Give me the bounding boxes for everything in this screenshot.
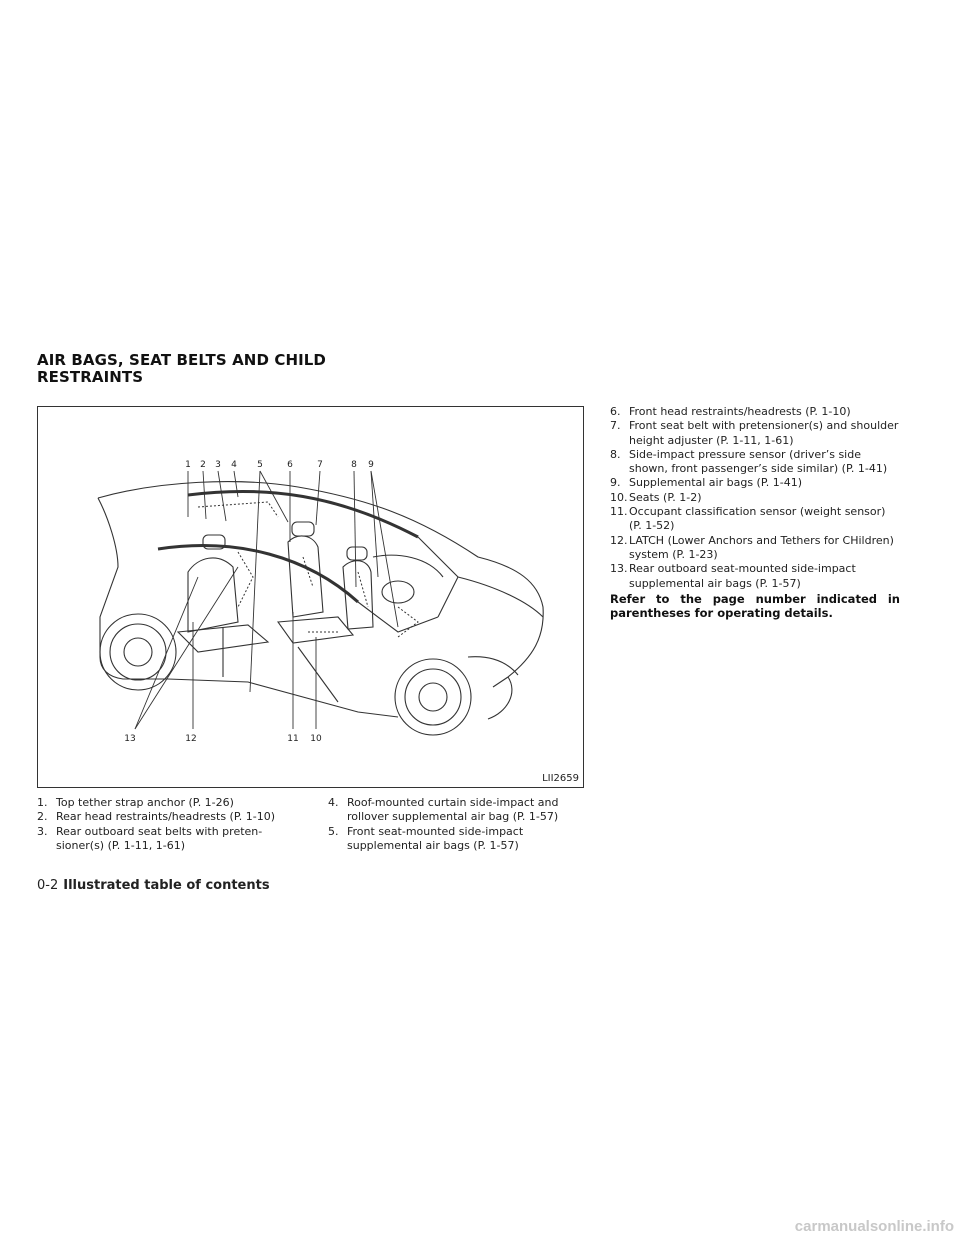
- legend-item: 5. Front seat-mounted side-impact supplem…: [328, 825, 590, 854]
- legend-item: 12.LATCH (Lower Anchors and Tethers for …: [610, 534, 900, 563]
- legend-text: Front seat belt with pretensioner(s) and…: [629, 419, 899, 447]
- legend-item: 7. Front seat belt with pretensioner(s) a…: [610, 419, 900, 448]
- legend-number: 10.: [610, 490, 628, 504]
- legend-text: Seats (P. 1-2): [629, 490, 702, 504]
- legend-item: 11.Occupant classification sensor (weigh…: [610, 505, 900, 534]
- callout-12: 12: [185, 734, 196, 744]
- reference-note: Refer to the page number indicated in pa…: [610, 591, 900, 621]
- legend-number: 12.: [610, 533, 628, 547]
- legend-text: Rear outboard seat belts with preten-sio…: [56, 824, 263, 852]
- legend-number: 11.: [610, 505, 628, 519]
- legend-item: 3. Rear outboard seat belts with preten-s…: [37, 825, 305, 854]
- legend-item: 4. Roof-mounted curtain side-impact and r…: [328, 796, 590, 825]
- legend-number: 13.: [610, 562, 628, 576]
- legend-number: 1.: [37, 796, 48, 809]
- legend-text: Roof-mounted curtain side-impact and rol…: [347, 796, 559, 824]
- legend-item: 9. Supplemental air bags (P. 1-41): [610, 476, 900, 490]
- legend-text: Supplemental air bags (P. 1-41): [629, 476, 803, 490]
- callout-4: 4: [231, 460, 237, 470]
- callout-2: 2: [200, 460, 206, 470]
- legend-number: 5.: [328, 824, 339, 838]
- callout-10: 10: [310, 734, 322, 744]
- legend-number: 7.: [610, 419, 621, 433]
- legend-number: 4.: [328, 796, 339, 809]
- legend-text: Rear head restraints/headrests (P. 1-10): [56, 810, 276, 824]
- legend-text: Occupant classification sensor (weight s…: [629, 505, 886, 533]
- section-title: AIR BAGS, SEAT BELTS AND CHILD RESTRAINT…: [37, 351, 326, 386]
- legend-number: 2.: [37, 810, 48, 824]
- legend-item: 13.Rear outboard seat-mounted side-impac…: [610, 562, 900, 591]
- legend-item: 10.Seats (P. 1-2): [610, 491, 900, 505]
- page-footer: 0-2 Illustrated table of contents: [37, 878, 270, 893]
- legend-text: Side-impact pressure sensor (driver’s si…: [629, 447, 888, 476]
- callout-8: 8: [351, 460, 357, 470]
- legend-number: 8.: [610, 447, 621, 461]
- car-cutaway-drawing: 1 2 3 4 5 6 7 8 9 13 12 11 10: [97, 460, 544, 744]
- callout-5: 5: [257, 460, 263, 470]
- site-watermark: carmanualsonline.info: [794, 1218, 954, 1235]
- legend-number: 9.: [610, 476, 621, 490]
- callout-13: 13: [124, 734, 135, 744]
- legend-item: 2. Rear head restraints/headrests (P. 1-1…: [37, 810, 305, 824]
- legend-number: 6.: [610, 405, 621, 418]
- legend-number: 3.: [37, 824, 48, 838]
- page-number: 0-2: [37, 878, 59, 893]
- legend-column-2: 4. Roof-mounted curtain side-impact and r…: [328, 796, 590, 853]
- legend-item: 1. Top tether strap anchor (P. 1-26): [37, 796, 305, 810]
- car-illustration-figure: 1 2 3 4 5 6 7 8 9 13 12 11 10 LII2659: [37, 406, 584, 788]
- legend-text: Front head restraints/headrests (P. 1-10…: [629, 405, 851, 418]
- callout-7: 7: [317, 460, 323, 470]
- callout-6: 6: [287, 460, 293, 470]
- legend-text: Top tether strap anchor (P. 1-26): [56, 796, 234, 809]
- legend-column-3: 6. Front head restraints/headrests (P. 1-…: [610, 405, 900, 620]
- legend-text: Rear outboard seat-mounted side-impact s…: [629, 562, 856, 590]
- callout-1: 1: [185, 460, 191, 470]
- callout-9: 9: [368, 460, 374, 470]
- legend-text: Front seat-mounted side-impact supplemen…: [347, 824, 524, 852]
- callout-11: 11: [287, 734, 298, 744]
- figure-id: LII2659: [542, 773, 579, 784]
- legend-column-1: 1. Top tether strap anchor (P. 1-26) 2. Re…: [37, 796, 305, 853]
- legend-item: 6. Front head restraints/headrests (P. 1-…: [610, 405, 900, 419]
- legend-text: LATCH (Lower Anchors and Tethers for CHi…: [629, 533, 894, 561]
- legend-item: 8. Side-impact pressure sensor (driver’s …: [610, 448, 900, 477]
- callout-3: 3: [215, 460, 221, 470]
- footer-title: Illustrated table of contents: [63, 878, 270, 893]
